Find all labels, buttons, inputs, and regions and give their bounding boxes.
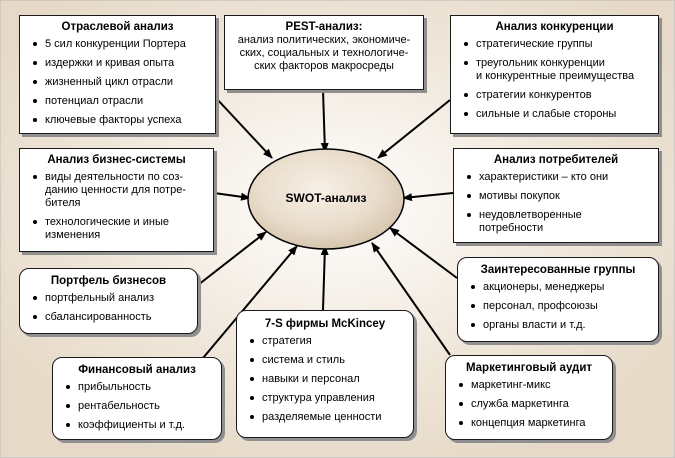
list-item: прибыльность [59, 381, 215, 394]
list-item-line: бителя [45, 197, 81, 209]
arrow-seven-s [320, 245, 329, 311]
box-financial-list: прибыльность рентабельность коэффициенты… [59, 381, 215, 432]
list-item-line: потребности [479, 222, 544, 234]
list-item-line: технологические и иные [45, 216, 169, 228]
box-pest-line: ских факторов макросреды [254, 60, 394, 72]
box-industry-title: Отраслевой анализ [61, 21, 174, 33]
box-competition-analysis: Анализ конкуренции стратегические группы… [450, 15, 659, 134]
box-marketing-audit-list: маркетинг-микс служба маркетинга концепц… [452, 379, 606, 430]
box-pest-line: ских, социальных и технологиче- [239, 47, 409, 59]
box-marketing-audit: Маркетинговый аудит маркетинг-микс служб… [445, 355, 613, 440]
list-item: характеристики – кто они [460, 171, 652, 184]
box-consumer-analysis: Анализ потребителей характеристики – кто… [453, 148, 659, 243]
list-item-line: виды деятельности по соз- [45, 171, 184, 183]
arrow-consumers [402, 192, 454, 202]
list-item: стратегии конкурентов [457, 89, 652, 102]
arrow-marketing-audit [371, 242, 451, 356]
list-item-line: данию ценности для потре- [45, 184, 186, 196]
box-portfolio-list: портфельный анализ сбалансированность [26, 292, 191, 324]
list-item: разделяемые ценности [243, 411, 407, 424]
arrow-industry [215, 97, 273, 159]
arrow-competition [377, 99, 451, 159]
list-item: издержки и кривая опыта [26, 57, 209, 70]
list-item: концепция маркетинга [452, 417, 606, 430]
box-seven-s-list: стратегия система и стиль навыки и персо… [243, 335, 407, 424]
box-business-portfolio: Портфель бизнесов портфельный анализ сба… [19, 268, 198, 334]
box-stakeholders-list: акционеры, менеджеры персонал, профсоюзы… [464, 281, 652, 332]
box-business-system-list: виды деятельности по соз-данию ценности … [26, 171, 207, 242]
list-item: персонал, профсоюзы [464, 300, 652, 313]
box-business-system-title: Анализ бизнес-системы [47, 154, 186, 166]
list-item: портфельный анализ [26, 292, 191, 305]
list-item: навыки и персонал [243, 373, 407, 386]
center-ellipse [247, 148, 405, 250]
arrow-financial [202, 245, 298, 359]
list-item: акционеры, менеджеры [464, 281, 652, 294]
list-item: сбалансированность [26, 311, 191, 324]
list-item: система и стиль [243, 354, 407, 367]
list-item-line: изменения [45, 229, 101, 241]
list-item-line: и конкурентные преимущества [476, 70, 635, 82]
list-item: коэффициенты и т.д. [59, 419, 215, 432]
box-financial-analysis: Финансовый анализ прибыльность рентабель… [52, 357, 222, 440]
box-competition-title: Анализ конкуренции [495, 21, 614, 33]
box-seven-s: 7-S фирмы McKincey стратегия система и с… [236, 310, 414, 438]
box-financial-title: Финансовый анализ [78, 364, 196, 376]
list-item: рентабельность [59, 400, 215, 413]
list-item-line: неудовлетворенные [479, 209, 582, 221]
box-stakeholders-title: Заинтересованные группы [480, 264, 636, 276]
list-item: служба маркетинга [452, 398, 606, 411]
list-item: потенциал отрасли [26, 95, 209, 108]
center-label: SWOT-анализ [285, 191, 367, 205]
arrows [197, 89, 458, 359]
arrow-portfolio [197, 231, 267, 286]
box-pest-line: анализ политических, экономиче- [237, 34, 411, 46]
box-consumers-list: характеристики – кто они мотивы покупок … [460, 171, 652, 235]
list-item: жизненный цикл отрасли [26, 76, 209, 89]
box-industry-list: 5 сил конкуренции Портера издержки и кри… [26, 38, 209, 127]
list-item: маркетинг-микс [452, 379, 606, 392]
list-item: стратегия [243, 335, 407, 348]
list-item-line: треугольник конкуренции [476, 57, 605, 69]
box-portfolio-title: Портфель бизнесов [50, 275, 167, 287]
box-pest-title: PEST-анализ: [285, 21, 363, 33]
box-industry-analysis: Отраслевой анализ 5 сил конкуренции Порт… [19, 15, 216, 134]
box-business-system-analysis: Анализ бизнес-системы виды деятельности … [19, 148, 214, 252]
list-item: структура управления [243, 392, 407, 405]
list-item: мотивы покупок [460, 190, 652, 203]
list-item: ключевые факторы успеха [26, 114, 209, 127]
list-item: сильные и слабые стороны [457, 108, 652, 121]
arrow-stakeholders [389, 227, 458, 279]
list-item: стратегические группы [457, 38, 652, 51]
box-pest-analysis: PEST-анализ: анализ политических, эконом… [224, 15, 424, 90]
list-item: 5 сил конкуренции Портера [26, 38, 209, 51]
list-item: органы власти и т.д. [464, 319, 652, 332]
arrow-pest [320, 89, 329, 153]
box-seven-s-title: 7-S фирмы McKincey [264, 318, 386, 330]
list-item: виды деятельности по соз-данию ценности … [26, 171, 207, 210]
box-competition-list: стратегические группы треугольник конкур… [457, 38, 652, 121]
box-marketing-audit-title: Маркетинговый аудит [465, 362, 593, 374]
arrow-business-system [213, 192, 251, 201]
box-consumers-title: Анализ потребителей [493, 154, 619, 166]
box-stakeholders: Заинтересованные группы акционеры, менед… [457, 257, 659, 342]
